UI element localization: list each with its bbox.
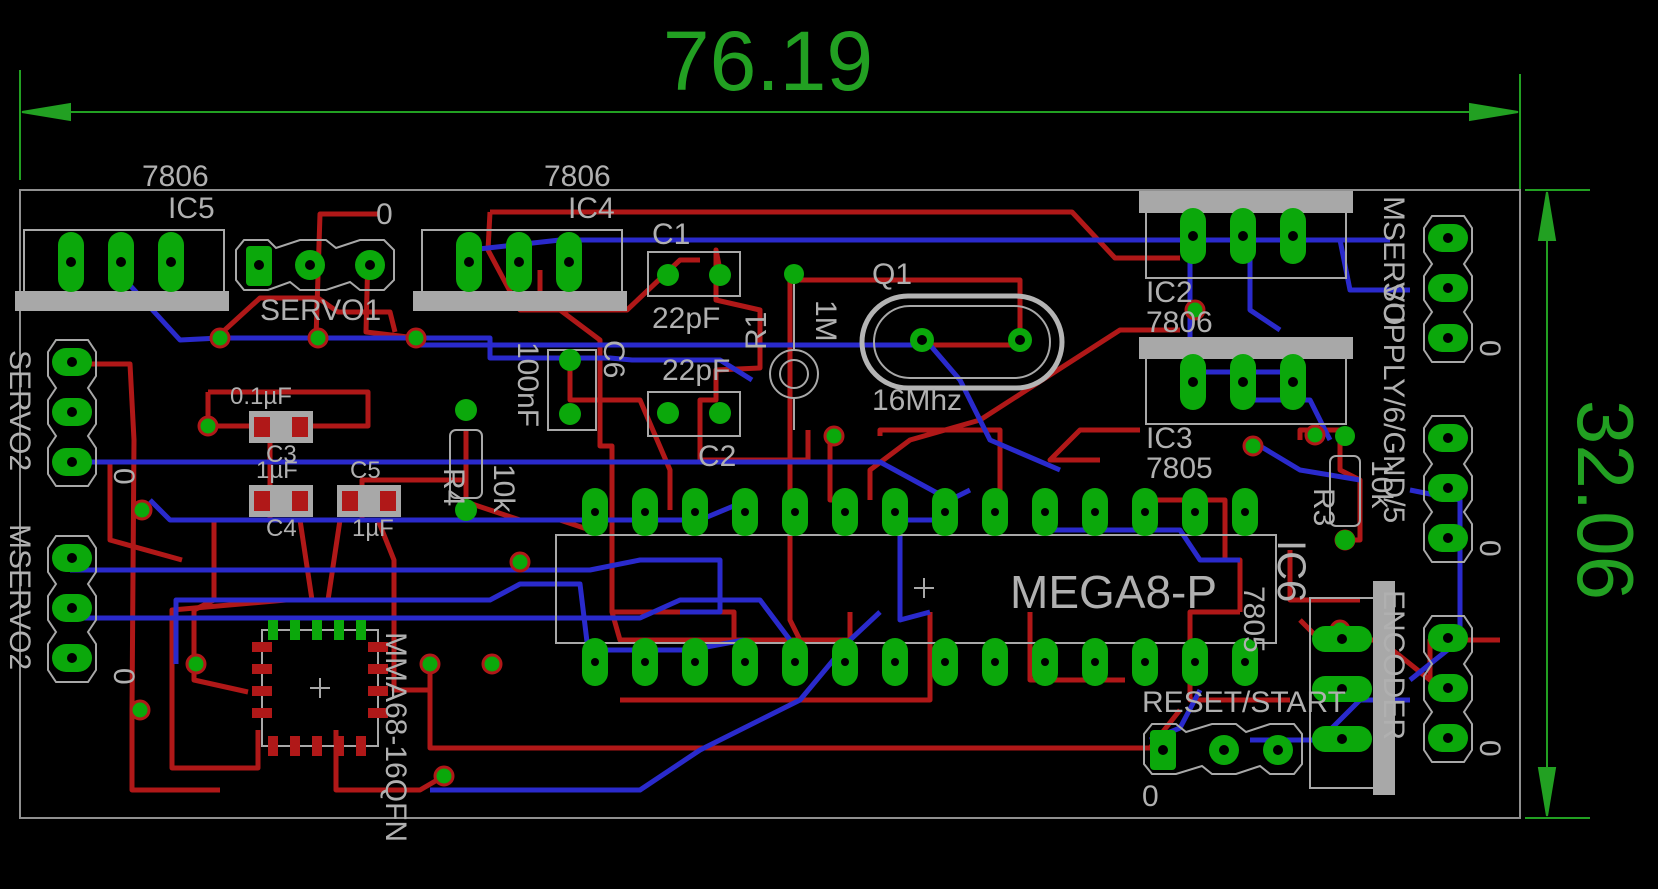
c5-label: C5 [350,457,381,484]
ic4-name-label: IC4 [568,192,615,225]
component-pads [52,208,1468,770]
encoder-label: ENCODER [1377,590,1410,740]
c1-value-label: 22pF [652,302,720,335]
r3-label: R3 [1307,488,1340,526]
mservo-label: MSERVO [1377,196,1410,325]
ic3-label: IC3 [1146,422,1193,455]
ic4-value-label: 7806 [544,160,611,193]
servo1-zero-label: 0 [376,198,393,231]
servo1-label: SERVO1 [260,294,381,327]
right-zero-label-1: 0 [1473,340,1506,357]
reset-label: RESET/START [1142,686,1346,719]
right-zero-label-2: 0 [1473,540,1506,557]
ic2-label: IC2 [1146,276,1193,309]
c4-value-label: 1µF [256,457,298,484]
c4-label: C4 [266,515,297,542]
q1-value-label: 16Mhz [872,384,962,417]
supply-label: SUPPLY/6/GND/5 [1377,282,1410,523]
r3-value-label: 10k [1365,460,1398,509]
c3-value-label: 0.1µF [230,383,292,410]
c2-label: C2 [698,440,736,473]
component-labels: 7806 IC5 0 SERVO1 7806 IC4 C1 22pF 22pF … [3,160,1506,842]
c2-value-label: 22pF [662,354,730,387]
ic5-value-label: 7806 [142,160,209,193]
ic6-label: IC6 [1269,540,1313,602]
c6-value-label: 100nF [511,342,544,427]
reset-zero-label: 0 [1142,780,1159,813]
board-outline [19,189,1521,819]
ic5-name-label: IC5 [168,192,215,225]
r1-value-label: 1M [809,300,842,342]
r4-value-label: 10k [487,464,520,513]
ic6-value-label: 7805 [1237,586,1270,653]
height-dimension-label: 32.06 [1561,400,1650,600]
mservo2-label: MSERVO2 [3,524,36,670]
mma-label: MMA68-16QFN [379,632,412,842]
c1-label: C1 [652,218,690,251]
r1-label: R1 [740,312,773,350]
ic3-value-label: 7805 [1146,452,1213,485]
mega-label: MEGA8-P [1010,566,1217,618]
dimension-lines [19,70,1590,819]
ic2-value-label: 7806 [1146,306,1213,339]
r4-label: R4 [437,468,470,506]
c6-label: C6 [597,340,630,378]
width-dimension-label: 76.19 [663,14,873,108]
mservo2-zero-label: 0 [107,668,140,685]
c3-label: C3 [266,441,297,468]
servo2-zero-label: 0 [107,468,140,485]
q1-label: Q1 [872,258,912,291]
right-zero-label-3: 0 [1473,740,1506,757]
servo2-label: SERVO2 [3,350,36,471]
c5-value-label: 1µF [352,515,394,542]
